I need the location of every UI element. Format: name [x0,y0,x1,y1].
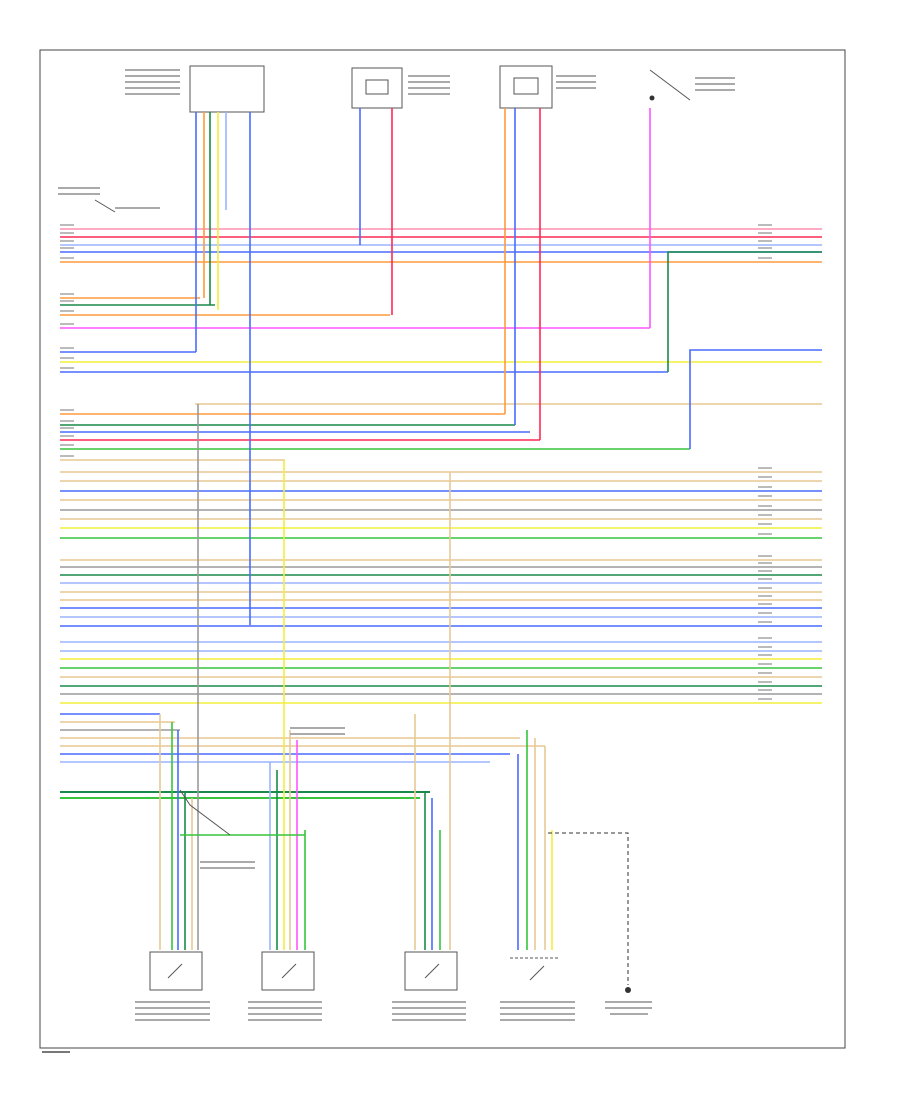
wire-path-91 [179,789,231,836]
diagram-frame [39,49,846,1049]
vertical-wires [159,108,822,950]
component-top-1 [125,65,265,113]
component-bottom-4 [500,957,575,1021]
ground-point [548,832,652,1015]
wire-path-67 [689,349,695,449]
component-bottom-1 [135,951,210,1021]
wire-rows [60,224,822,799]
mid-annotation-2 [200,861,255,869]
component-bottom-2 [248,951,322,1021]
mid-annotation-1 [290,727,345,735]
component-top-4 [649,69,735,101]
wire-path-66 [667,251,822,372]
component-top-3 [499,65,596,109]
component-top-2 [351,67,450,109]
component-bottom-3 [392,951,466,1021]
left-switch-symbol [58,187,160,213]
